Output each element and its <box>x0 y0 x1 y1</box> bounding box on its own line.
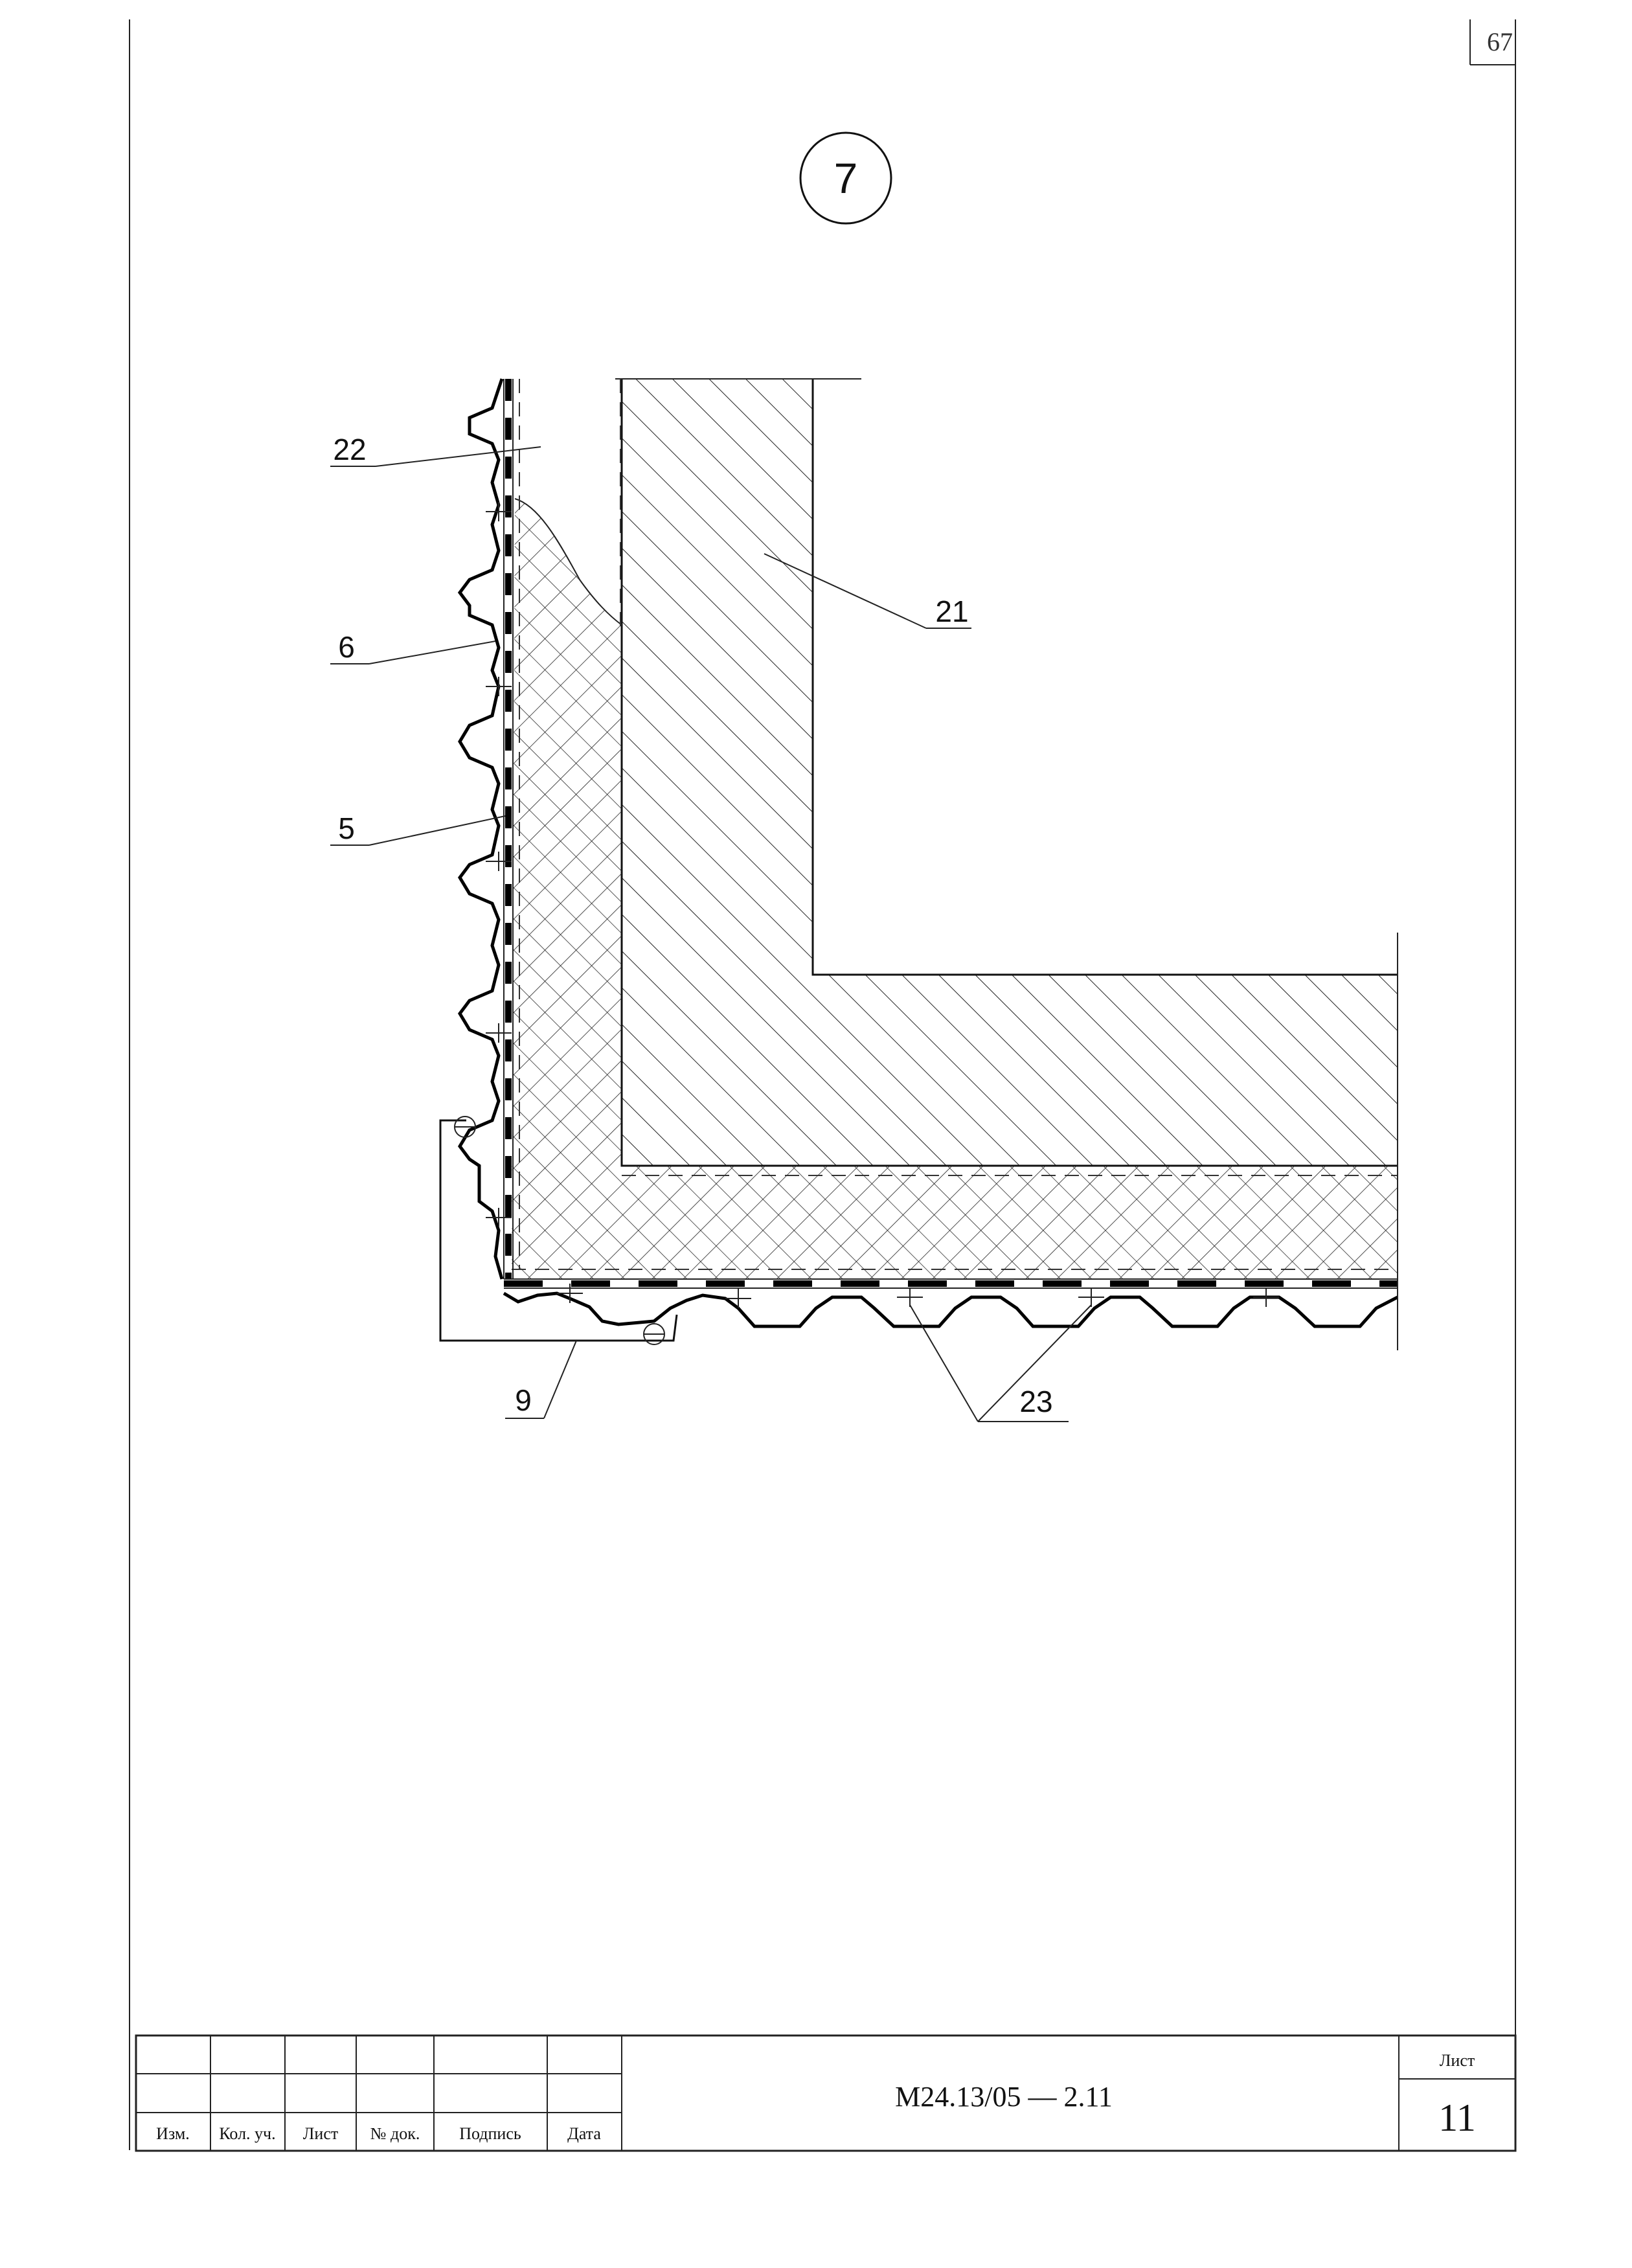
insulation-layer <box>512 498 1398 1279</box>
profiled-sheet-horizontal <box>503 1291 1399 1328</box>
sheet-label: Лист <box>1440 2051 1475 2070</box>
tb-header-kol-uch: Кол. уч. <box>219 2124 275 2143</box>
page-number-box: 67 <box>1469 19 1515 65</box>
profiled-sheet-vertical <box>457 378 504 1280</box>
callout-6: 6 <box>330 630 496 664</box>
callout-label-22: 22 <box>333 433 366 466</box>
tb-header-list: Лист <box>303 2124 338 2143</box>
detail-marker: 7 <box>799 131 892 225</box>
page-number: 67 <box>1487 27 1513 56</box>
tb-header-izm: Изм. <box>156 2124 190 2143</box>
air-gap <box>512 379 1398 1270</box>
callout-label-9: 9 <box>515 1383 532 1417</box>
callout-21: 21 <box>764 553 971 629</box>
sheet-number: 11 <box>1438 2096 1476 2139</box>
callout-9: 9 <box>505 1340 577 1419</box>
tb-header-signature: Подпись <box>459 2124 521 2143</box>
tb-header-doc-no: № док. <box>370 2124 420 2143</box>
callout-23: 23 <box>909 1304 1092 1422</box>
detail-circle <box>799 131 892 225</box>
detail-number: 7 <box>834 154 858 202</box>
callout-label-23: 23 <box>1019 1385 1052 1418</box>
membrane-vertical <box>503 379 514 1279</box>
concrete-wall-section <box>615 378 1398 1167</box>
callout-label-21: 21 <box>935 595 968 628</box>
callout-label-5: 5 <box>338 811 355 845</box>
callout-22: 22 <box>330 433 541 467</box>
corner-flashing <box>439 1116 678 1345</box>
callout-label-6: 6 <box>338 630 355 664</box>
membrane-horizontal <box>504 1278 1398 1289</box>
title-block: Изм. Кол. уч. Лист № док. Подпись Дата М… <box>135 2034 1517 2152</box>
callout-5: 5 <box>330 811 506 846</box>
tb-header-date: Дата <box>567 2124 601 2143</box>
fasteners-horizontal <box>557 1284 1279 1308</box>
fasteners-vertical <box>486 502 512 1227</box>
document-code: М24.13/05 — 2.11 <box>895 2081 1113 2113</box>
